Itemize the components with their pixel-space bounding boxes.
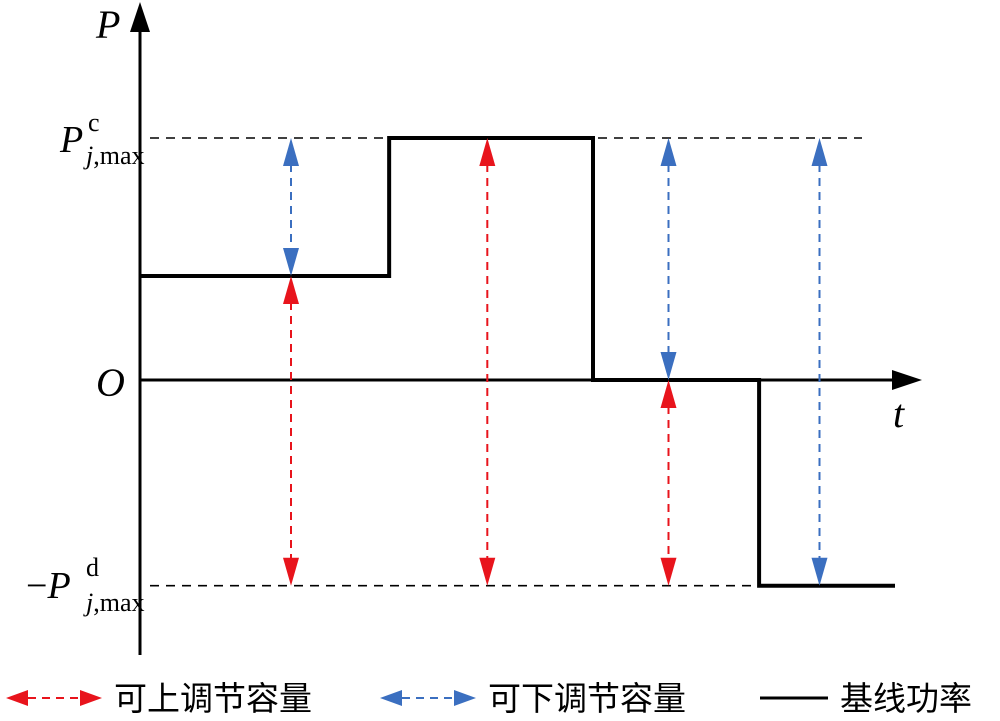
up-arrow-2-head-top [479,138,496,166]
legend-item-down: 可下调节容量 [380,679,686,718]
up-arrow-1-head-top [283,275,299,304]
legend-base-label: 基线功率 [840,679,972,718]
down-arrow-3-head-bottom [811,557,828,586]
y-axis-arrowhead [130,2,150,32]
up-arrow-3 [660,380,677,586]
tick-lower-main: P [46,565,70,607]
legend-down-arrow-head-right [454,690,476,706]
guide-lines [150,137,862,587]
up-arrow-3-head-top [660,380,677,408]
legend: 可上调节容量 可下调节容量 基线功率 [6,679,972,718]
down-arrow-1-head-top [283,138,299,166]
svg-text:j,max: j,max [83,588,145,617]
up-arrow-3-head-bottom [660,557,677,586]
tick-lower-sup: d [86,553,99,582]
x-axis-arrowhead [892,370,922,390]
legend-down-arrow-head-left [380,690,402,706]
up-arrow-2-head-bottom [479,557,496,586]
y-axis-label: P [95,2,120,47]
tick-upper-main: P [59,119,83,161]
tick-lower-sub-italic: j [83,588,93,617]
down-arrow-2-head-bottom [660,352,677,380]
up-arrow-1 [283,275,299,586]
down-arrow-1-head-bottom [283,247,299,276]
down-arrow-3-head-top [811,138,828,166]
tick-upper-sub-rest: ,max [93,141,144,170]
up-arrow-2 [479,138,496,586]
tick-lower-sub-rest: ,max [93,588,144,617]
baseline-power-series [140,136,895,588]
legend-item-up: 可上调节容量 [6,679,312,718]
legend-up-sample [6,690,102,706]
tick-upper-sub-italic: j [83,141,93,170]
x-axis-label: t [893,391,905,436]
legend-down-sample [380,690,476,706]
svg-text:j,max: j,max [83,141,145,170]
up-capacity-arrows [283,138,677,586]
legend-up-label: 可上调节容量 [114,679,312,718]
axes [130,2,922,655]
tick-label-upper: P c j,max [59,108,145,170]
down-arrow-2-head-top [660,138,677,166]
svg-text:P: P [59,119,83,161]
up-arrow-1-head-bottom [283,557,299,586]
tick-upper-sup: c [88,108,100,137]
baseline-power-line [140,136,895,588]
legend-down-label: 可下调节容量 [488,679,686,718]
down-capacity-arrows [283,138,828,586]
origin-label: O [96,360,125,405]
legend-up-arrow-head-left [6,690,28,706]
legend-item-base: 基线功率 [760,679,972,718]
tick-label-lower: −P d j,max [26,553,145,617]
svg-text:−P: −P [26,565,71,607]
tick-lower-minus: − [26,565,47,607]
down-arrow-3 [811,138,828,586]
down-arrow-2 [660,138,677,380]
down-arrow-1 [283,138,299,276]
legend-up-arrow-head-right [80,690,102,706]
